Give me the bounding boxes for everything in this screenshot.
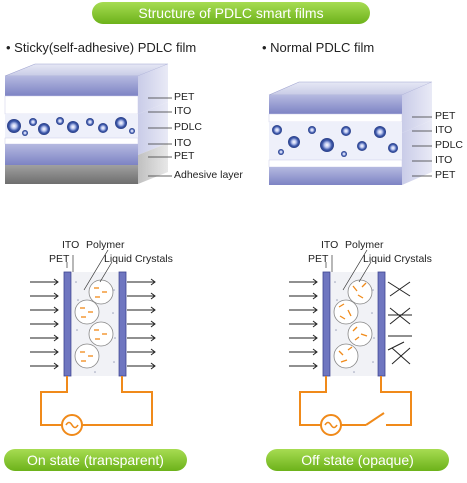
sticky-film-stack [4, 63, 172, 184]
sticky-label-adhesive: Adhesive layer [174, 169, 243, 181]
sticky-label-pet-bottom: PET [174, 150, 195, 162]
sticky-ito-bottom [4, 137, 139, 145]
normal-label-pet-top: PET [435, 110, 456, 122]
off-label-polymer: Polymer [345, 239, 384, 251]
on-state-caption: On state (transparent) [4, 449, 187, 471]
sticky-label-pdlc: PDLC [174, 121, 203, 133]
off-label-pet: PET [308, 253, 329, 265]
sticky-pet-bottom [5, 144, 138, 165]
on-state-cell [30, 249, 156, 436]
sticky-pdlc-side [138, 102, 168, 155]
normal-ito-bottom [268, 159, 403, 168]
normal-label-pet-bottom: PET [435, 169, 456, 181]
on-label-liquid-crystals: Liquid Crystals [104, 253, 173, 265]
on-label-polymer: Polymer [86, 239, 125, 251]
off-label-ito: ITO [321, 239, 339, 251]
normal-label-pdlc: PDLC [435, 139, 464, 151]
sticky-film-heading: • Sticky(self-adhesive) PDLC film [6, 40, 197, 55]
sticky-droplets [7, 117, 135, 136]
normal-label-ito-bottom: ITO [435, 154, 453, 166]
sticky-adhesive [5, 165, 138, 184]
normal-label-ito-top: ITO [435, 124, 453, 136]
normal-film-heading: • Normal PDLC film [262, 40, 375, 55]
off-state-caption: Off state (opaque) [266, 449, 449, 471]
normal-ito-top [268, 113, 403, 123]
sticky-pet-top [5, 76, 138, 96]
normal-pet-bottom [269, 167, 402, 185]
sticky-upper-side [138, 64, 168, 114]
sticky-label-ito-top: ITO [174, 105, 192, 117]
on-label-ito: ITO [62, 239, 80, 251]
on-label-pet: PET [49, 253, 70, 265]
off-state-cell [289, 249, 412, 436]
sticky-ito-top [4, 95, 139, 115]
title-banner: Structure of PDLC smart films [92, 2, 370, 24]
normal-pet-top [269, 95, 402, 114]
sticky-label-ito-bottom: ITO [174, 137, 192, 149]
normal-droplets [272, 125, 398, 157]
off-label-liquid-crystals: Liquid Crystals [363, 253, 432, 265]
sticky-adhesive-side [138, 143, 168, 184]
sticky-label-pet-top: PET [174, 91, 195, 103]
normal-film-stack [268, 81, 433, 185]
